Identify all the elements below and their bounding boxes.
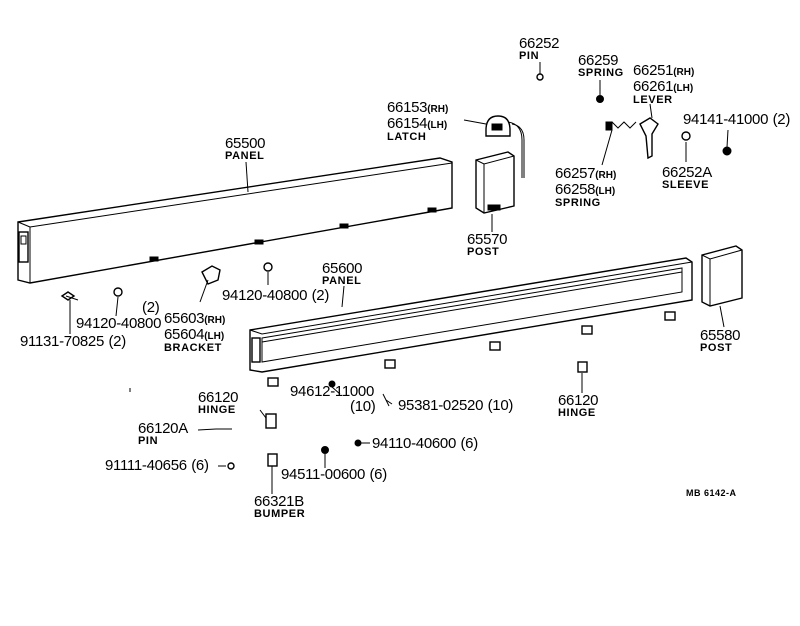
label-66120-right: 66120 HINGE xyxy=(558,392,599,419)
label-94110-40600: 94110-40600 (6) xyxy=(372,436,478,452)
part-number: 66251 xyxy=(633,62,674,79)
part-number: 94110-40600 xyxy=(372,435,457,452)
label-66257-66258: 66257(RH) 66258(LH) SPRING xyxy=(555,166,616,209)
part-name: HINGE xyxy=(198,404,236,416)
part-number: 65603 xyxy=(164,310,205,327)
label-66252: 66252 PIN xyxy=(519,35,560,62)
part-side: (LH) xyxy=(595,186,616,197)
part-qty: (2) xyxy=(772,111,791,128)
label-94511-00600: 94511-00600 (6) xyxy=(281,467,387,483)
label-66120A: 66120A PIN xyxy=(138,421,188,447)
label-91131-70825: 91131-70825 (2) xyxy=(20,334,126,350)
part-number: 66261 xyxy=(633,78,674,95)
part-number: 91111-40656 xyxy=(105,457,187,474)
label-94141-41000: 94141-41000 (2) xyxy=(683,112,790,128)
part-number: 94141-41000 xyxy=(683,111,769,128)
label-65603-65604: 65603(RH) 65604(LH) BRACKET xyxy=(164,311,225,354)
label-65580: 65580 POST xyxy=(700,327,741,354)
part-side: (RH) xyxy=(673,67,695,78)
part-number: 66120 xyxy=(198,389,239,406)
part-number: 65500 xyxy=(225,135,266,152)
part-name: POST xyxy=(467,246,500,258)
part-number: 65604 xyxy=(164,326,205,343)
label-66259: 66259 SPRING xyxy=(578,53,624,79)
label-66252A: 66252A SLEEVE xyxy=(662,165,712,191)
figure-id: MB 6142-A xyxy=(686,488,737,498)
part-qty: (2) xyxy=(311,287,330,304)
latch-66153 xyxy=(485,115,525,178)
label-66321B: 66321B BUMPER xyxy=(254,494,305,520)
post-65580 xyxy=(701,245,743,307)
part-name: BUMPER xyxy=(254,508,306,520)
part-name: PANEL xyxy=(225,150,265,162)
label-66251-66261: 66251(RH) 66261(LH) LEVER xyxy=(633,63,694,106)
part-qty: (2) xyxy=(108,333,126,350)
label-91111-40656: 91111-40656 (6) xyxy=(105,458,209,474)
part-qty: (2) xyxy=(142,299,160,316)
part-side: (RH) xyxy=(595,170,617,181)
label-65600: 65600 PANEL xyxy=(322,260,363,287)
part-number: 91131-70825 xyxy=(20,333,105,350)
label-65570: 65570 POST xyxy=(467,231,508,258)
part-qty: (6) xyxy=(369,466,387,483)
part-side: (LH) xyxy=(673,83,694,94)
part-number: 95381-02520 xyxy=(398,397,484,414)
leader-lines xyxy=(69,62,729,494)
part-qty: (6) xyxy=(460,435,478,452)
part-side: (LH) xyxy=(427,120,448,131)
part-name: PANEL xyxy=(322,275,362,287)
part-qty: (6) xyxy=(191,457,209,474)
part-number: 94120-40800 xyxy=(76,315,162,332)
label-66153-66154: 66153(RH) 66154(LH) LATCH xyxy=(387,100,448,143)
part-number: 66321B xyxy=(254,493,304,510)
part-side: (RH) xyxy=(204,315,226,326)
part-number: 66257 xyxy=(555,165,596,182)
part-number: 66259 xyxy=(578,52,619,69)
part-name: LEVER xyxy=(633,94,673,106)
part-name: SPRING xyxy=(578,67,624,79)
post-65570 xyxy=(475,151,515,214)
part-number: 94120-40800 xyxy=(222,287,308,304)
lower-panel-65600 xyxy=(129,257,693,392)
part-number: 65600 xyxy=(322,260,363,277)
part-number: 66258 xyxy=(555,181,596,198)
part-name: SPRING xyxy=(555,197,601,209)
part-name: SLEEVE xyxy=(662,179,710,191)
part-name: POST xyxy=(700,342,733,354)
part-qty: (10) xyxy=(350,398,376,415)
part-side: (RH) xyxy=(427,104,449,115)
upper-panel-65500 xyxy=(17,157,453,284)
part-number: 66153 xyxy=(387,99,428,116)
label-94612-11000: 94612-11000 (10) xyxy=(290,383,376,415)
part-number: 66154 xyxy=(387,115,428,132)
label-94120-40800-right: 94120-40800 (2) xyxy=(222,288,329,304)
part-name: HINGE xyxy=(558,407,596,419)
part-number: 66120A xyxy=(138,420,188,437)
label-65500: 65500 PANEL xyxy=(225,135,266,162)
label-66120-left: 66120 HINGE xyxy=(198,389,239,416)
part-name: PIN xyxy=(138,435,159,447)
part-side: (LH) xyxy=(204,331,225,342)
part-number: 66252A xyxy=(662,164,712,181)
part-number: 65580 xyxy=(700,327,741,344)
part-name: PIN xyxy=(519,50,540,62)
part-number: 94511-00600 xyxy=(281,466,366,483)
lever-and-spring xyxy=(605,117,659,160)
part-number: 66120 xyxy=(558,392,599,409)
label-95381-02520: 95381-02520 (10) xyxy=(398,398,513,414)
part-number: 65570 xyxy=(467,231,508,248)
part-number: 66252 xyxy=(519,35,560,52)
label-94120-40800-left: (2) 94120-40800 xyxy=(76,300,161,332)
part-number: 94612-11000 xyxy=(290,383,375,400)
part-name: LATCH xyxy=(387,131,427,143)
part-name: BRACKET xyxy=(164,342,222,354)
part-qty: (10) xyxy=(487,397,514,414)
